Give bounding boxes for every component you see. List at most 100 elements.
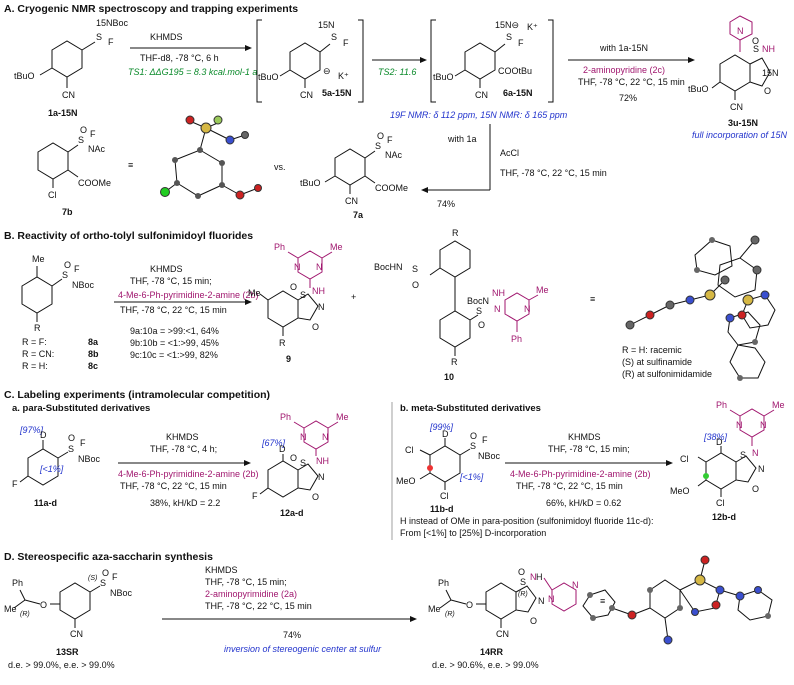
r-list-c-1: 8b bbox=[88, 349, 99, 359]
svg-text:S: S bbox=[520, 577, 526, 587]
note-b-2: (R) at sulfonimidamide bbox=[622, 369, 712, 379]
cond-cb-reagent: 4-Me-6-Ph-pyrimidine-2-amine (2b) bbox=[510, 469, 651, 479]
yield-d: 74% bbox=[283, 630, 301, 640]
svg-text:O: O bbox=[478, 320, 485, 330]
svg-text:COOtBu: COOtBu bbox=[498, 66, 532, 76]
svg-text:O: O bbox=[64, 260, 71, 270]
svg-text:O: O bbox=[470, 431, 477, 441]
note-cb-2: From [<1%] to [25%] D-incorporation bbox=[400, 528, 546, 538]
svg-text:tBuO: tBuO bbox=[14, 71, 35, 81]
svg-text:N: N bbox=[736, 420, 743, 430]
svg-text:Cl: Cl bbox=[680, 454, 689, 464]
molecule-13: Ph Me (R) O S (S) O F NBoc CN bbox=[4, 568, 133, 639]
svg-text:R: R bbox=[452, 228, 459, 238]
svg-text:S: S bbox=[96, 32, 102, 42]
svg-text:N: N bbox=[548, 594, 555, 604]
ts1-label: TS1: ΔΔG195 = 8.3 kcal.mol-1 a bbox=[128, 67, 257, 77]
svg-text:MeO: MeO bbox=[670, 486, 690, 496]
label-11a: 11a-d bbox=[34, 498, 57, 508]
svg-text:S: S bbox=[476, 306, 482, 316]
svg-text:S: S bbox=[300, 458, 306, 468]
svg-text:CN: CN bbox=[300, 90, 313, 100]
svg-text:N: N bbox=[300, 432, 307, 442]
note-b-0: R = H: racemic bbox=[622, 345, 682, 355]
nmr-label: 19F NMR: δ 112 ppm, 15N NMR: δ 165 ppm bbox=[390, 110, 568, 120]
cond-b-reagent: 4-Me-6-Ph-pyrimidine-2-amine (2b) bbox=[118, 290, 259, 300]
bracket-5a-left bbox=[256, 19, 262, 103]
svg-text:N: N bbox=[524, 304, 531, 314]
ratio-b-0: 9a:10a = >99:<1, 64% bbox=[130, 326, 219, 336]
svg-text:COOMe: COOMe bbox=[78, 178, 111, 188]
ts2-label: TS2: 11.6 bbox=[378, 67, 416, 77]
svg-text:Me: Me bbox=[772, 400, 785, 410]
cond-a4-with: with 1a bbox=[447, 134, 477, 144]
cond-d-3: THF, -78 °C, 22 °C, 15 min bbox=[205, 601, 312, 611]
section-c-title: C. Labeling experiments (intramolecular … bbox=[4, 389, 270, 401]
svg-text:O: O bbox=[764, 86, 771, 96]
svg-text:N: N bbox=[538, 596, 545, 606]
svg-text:F: F bbox=[343, 38, 349, 48]
svg-text:D: D bbox=[442, 429, 449, 439]
svg-text:F: F bbox=[12, 479, 18, 489]
svg-text:COOMe: COOMe bbox=[375, 183, 408, 193]
label-14: 14RR bbox=[480, 647, 504, 657]
svg-text:O: O bbox=[752, 484, 759, 494]
svg-text:F: F bbox=[80, 438, 86, 448]
plus-sign: + bbox=[351, 292, 356, 302]
cond-ca-3: THF, -78 °C, 22 °C, 15 min bbox=[120, 481, 227, 491]
svg-text:Cl: Cl bbox=[405, 445, 414, 455]
section-d-title: D. Stereospecific aza-saccharin synthesi… bbox=[4, 551, 213, 563]
svg-text:O: O bbox=[40, 600, 47, 610]
svg-text:F: F bbox=[252, 491, 258, 501]
r-list-c-0: 8a bbox=[88, 337, 99, 347]
svg-text:O: O bbox=[466, 600, 473, 610]
svg-text:O: O bbox=[530, 616, 537, 626]
svg-text:F: F bbox=[112, 572, 118, 582]
cond-ca-2: THF, -78 °C, 4 h; bbox=[150, 444, 217, 454]
cond-cb-3: THF, -78 °C, 22 °C, 15 min bbox=[516, 481, 623, 491]
svg-text:Me: Me bbox=[32, 254, 45, 264]
cond-d-2: THF, -78 °C, 15 min; bbox=[205, 577, 287, 587]
svg-text:NH: NH bbox=[492, 288, 505, 298]
svg-text:Cl: Cl bbox=[440, 491, 449, 501]
inversion-label: inversion of stereogenic center at sulfu… bbox=[224, 644, 382, 654]
svg-text:K⁺: K⁺ bbox=[338, 71, 349, 81]
svg-text:NBoc: NBoc bbox=[478, 451, 501, 461]
svg-text:tBuO: tBuO bbox=[688, 84, 709, 94]
cond-a1-l1: KHMDS bbox=[150, 32, 183, 42]
svg-text:S: S bbox=[300, 290, 306, 300]
svg-text:S: S bbox=[506, 32, 512, 42]
molecule-11b: D S O F NBoc Cl MeO Cl bbox=[396, 429, 501, 501]
svg-text:Me: Me bbox=[4, 604, 17, 614]
svg-text:Ph: Ph bbox=[12, 578, 23, 588]
crystal-structure-14 bbox=[582, 555, 773, 645]
svg-text:Me: Me bbox=[248, 288, 261, 298]
svg-text:NBoc: NBoc bbox=[72, 280, 95, 290]
svg-text:Cl: Cl bbox=[716, 498, 725, 508]
svg-text:NH: NH bbox=[316, 456, 329, 466]
subsection-b-title: b. meta-Substituted derivatives bbox=[400, 403, 541, 414]
cond-ca-1: KHMDS bbox=[166, 432, 199, 442]
svg-text:Ph: Ph bbox=[438, 578, 449, 588]
section-a-title: A. Cryogenic NMR spectroscopy and trappi… bbox=[4, 3, 298, 15]
svg-text:F: F bbox=[74, 264, 80, 274]
svg-text:N: N bbox=[322, 432, 329, 442]
label-1a: 1a-15N bbox=[48, 108, 78, 118]
cond-b-l2: THF, -78 °C, 15 min; bbox=[130, 276, 212, 286]
molecule-1a: S 15NBoc F tBuO CN bbox=[14, 18, 129, 100]
cond-a4-conditions: THF, -78 °C, 22 °C, 15 min bbox=[500, 168, 607, 178]
svg-text:tBuO: tBuO bbox=[433, 72, 454, 82]
svg-text:S: S bbox=[68, 444, 74, 454]
molecule-12b: Ph Me N N N S D N O Cl MeO Cl bbox=[670, 400, 785, 508]
note-b-1: (S) at sulfinamide bbox=[622, 357, 692, 367]
svg-text:D: D bbox=[279, 444, 286, 454]
full-incorporation-label: full incorporation of 15N bbox=[692, 130, 788, 140]
svg-text:R: R bbox=[34, 323, 41, 333]
label-10: 10 bbox=[444, 372, 454, 382]
svg-text:Ph: Ph bbox=[716, 400, 727, 410]
sm-ee: d.e. > 99.0%, e.e. > 99.0% bbox=[8, 660, 115, 670]
svg-text:CN: CN bbox=[496, 629, 509, 639]
vs-label: vs. bbox=[274, 162, 286, 172]
svg-text:N: N bbox=[294, 262, 301, 272]
